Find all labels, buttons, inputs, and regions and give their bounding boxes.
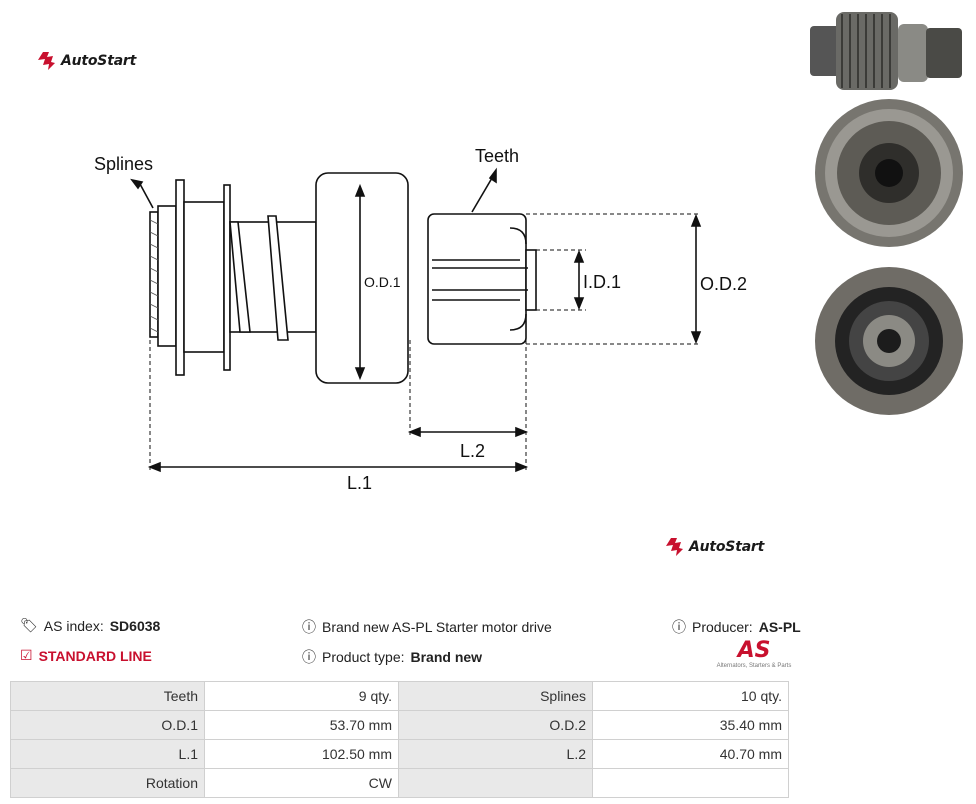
- spec-label: Teeth: [10, 681, 205, 711]
- spec-label: O.D.2: [398, 710, 593, 740]
- product-photo-rear: [815, 267, 963, 415]
- standard-line-badge: ☑ STANDARD LINE: [20, 647, 152, 664]
- as-index-label: AS index:: [43, 617, 104, 634]
- spec-label: L.2: [398, 739, 593, 769]
- drive-gear: [315, 172, 409, 384]
- spec-value: 10 qty.: [592, 681, 789, 711]
- producer: ⓘ Producer: AS-PL: [672, 617, 801, 637]
- info-circle-icon: ⓘ: [302, 649, 316, 665]
- left-plate: [175, 179, 185, 376]
- product-photo-front: [815, 99, 963, 247]
- spec-value: 102.50 mm: [204, 739, 399, 769]
- brand-logo-top: AutoStart: [36, 51, 136, 71]
- info-circle-icon: ⓘ: [672, 619, 686, 635]
- label-od2: O.D.2: [700, 274, 747, 294]
- product-type-value: Brand new: [410, 649, 483, 665]
- pinion-nose: [525, 249, 537, 311]
- spec-value: 9 qty.: [204, 681, 399, 711]
- description-text: Brand new AS-PL Starter motor drive: [322, 619, 552, 635]
- label-teeth: Teeth: [475, 146, 519, 166]
- spec-label: Rotation: [10, 768, 205, 798]
- spec-label: L.1: [10, 739, 205, 769]
- spec-label: Splines: [398, 681, 593, 711]
- spring-coil-1: [229, 221, 251, 333]
- producer-value: AS-PL: [758, 619, 801, 635]
- body-sleeve: [183, 201, 225, 353]
- product-photo-side: [810, 12, 962, 90]
- product-type: ⓘ Product type: Brand new: [302, 647, 482, 667]
- spec-value: 40.70 mm: [592, 739, 789, 769]
- label-od1: O.D.1: [364, 274, 401, 290]
- description: ⓘ Brand new AS-PL Starter motor drive: [302, 617, 552, 637]
- spec-label: O.D.1: [10, 710, 205, 740]
- autostart-logo-icon: [666, 538, 683, 556]
- autostart-logo-icon: [38, 52, 55, 70]
- check-square-icon: ☑: [20, 647, 33, 663]
- spec-value: 53.70 mm: [204, 710, 399, 740]
- label-splines: Splines: [94, 154, 153, 174]
- spring-coil-2: [267, 215, 289, 341]
- brand-name: AutoStart: [689, 539, 765, 555]
- info-circle-icon: ⓘ: [302, 619, 316, 635]
- mid-plate: [223, 184, 231, 371]
- producer-logo-tagline: Alternators, Starters & Parts: [716, 663, 792, 669]
- spec-label: [398, 768, 593, 798]
- tag-icon: 🏷︎: [20, 617, 38, 633]
- brand-logo-bottom: AutoStart: [664, 537, 764, 557]
- spec-value: [592, 768, 789, 798]
- pinion-body: [427, 213, 527, 345]
- spec-value: 35.40 mm: [592, 710, 789, 740]
- starter-drive-diagram: Splines Teeth O.D.1 I.D.1 O.D.2 L.2 L.1: [94, 146, 747, 493]
- product-type-label: Product type:: [322, 649, 405, 665]
- producer-logo-text: AS: [737, 638, 771, 663]
- brand-name: AutoStart: [61, 53, 137, 69]
- spline-flange: [157, 205, 177, 347]
- producer-logo: AS Alternators, Starters & Parts: [716, 640, 792, 670]
- standard-line-label: STANDARD LINE: [38, 647, 152, 664]
- as-index-value: SD6038: [109, 617, 161, 634]
- as-index: 🏷︎ AS index: SD6038: [20, 617, 160, 634]
- label-id1: I.D.1: [583, 272, 621, 292]
- spec-value: CW: [204, 768, 399, 798]
- label-l1: L.1: [347, 473, 372, 493]
- producer-label: Producer:: [692, 619, 753, 635]
- label-l2: L.2: [460, 441, 485, 461]
